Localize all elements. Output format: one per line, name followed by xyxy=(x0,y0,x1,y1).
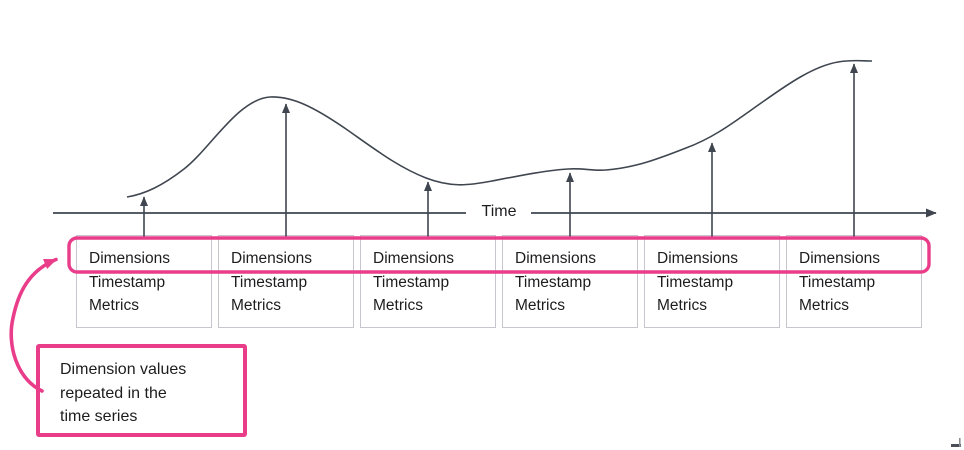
record-box-2: Dimensions Timestamp Metrics xyxy=(218,235,354,328)
metrics-label: Metrics xyxy=(89,297,139,314)
record-box-6: Dimensions Timestamp Metrics xyxy=(786,235,922,328)
metrics-label: Metrics xyxy=(515,297,565,314)
callout-text-line: Dimension values xyxy=(60,361,187,378)
dimensions-label: Dimensions xyxy=(799,250,880,267)
dimensions-label: Dimensions xyxy=(515,250,596,267)
metrics-label: Metrics xyxy=(657,297,707,314)
dimensions-label: Dimensions xyxy=(657,250,738,267)
record-box-1: Dimensions Timestamp Metrics xyxy=(76,235,212,328)
callout-text-line: repeated in the xyxy=(60,384,167,402)
timestamp-label: Timestamp xyxy=(515,273,592,291)
dimensions-label: Dimensions xyxy=(89,250,170,267)
timestamp-label: Timestamp xyxy=(231,273,308,291)
dimensions-label: Dimensions xyxy=(373,250,454,267)
timestamp-label: Timestamp xyxy=(799,273,876,291)
timestamp-label: Timestamp xyxy=(657,273,734,291)
time-series-curve xyxy=(126,59,873,198)
metrics-label: Metrics xyxy=(373,297,423,314)
timestamp-label: Timestamp xyxy=(89,273,166,291)
metrics-label: Metrics xyxy=(799,297,849,314)
time-axis-label: Time xyxy=(481,203,517,220)
record-box-4: Dimensions Timestamp Metrics xyxy=(502,235,638,328)
callout-text-line: time series xyxy=(60,408,138,425)
metrics-label: Metrics xyxy=(231,297,281,314)
record-box-5: Dimensions Timestamp Metrics xyxy=(644,235,780,328)
dimensions-label: Dimensions xyxy=(231,250,312,267)
screen-artifact xyxy=(951,438,961,447)
timestamp-label: Timestamp xyxy=(373,273,450,291)
record-box-3: Dimensions Timestamp Metrics xyxy=(360,235,496,328)
callout-box: Dimension values repeated in the time se… xyxy=(36,344,247,437)
